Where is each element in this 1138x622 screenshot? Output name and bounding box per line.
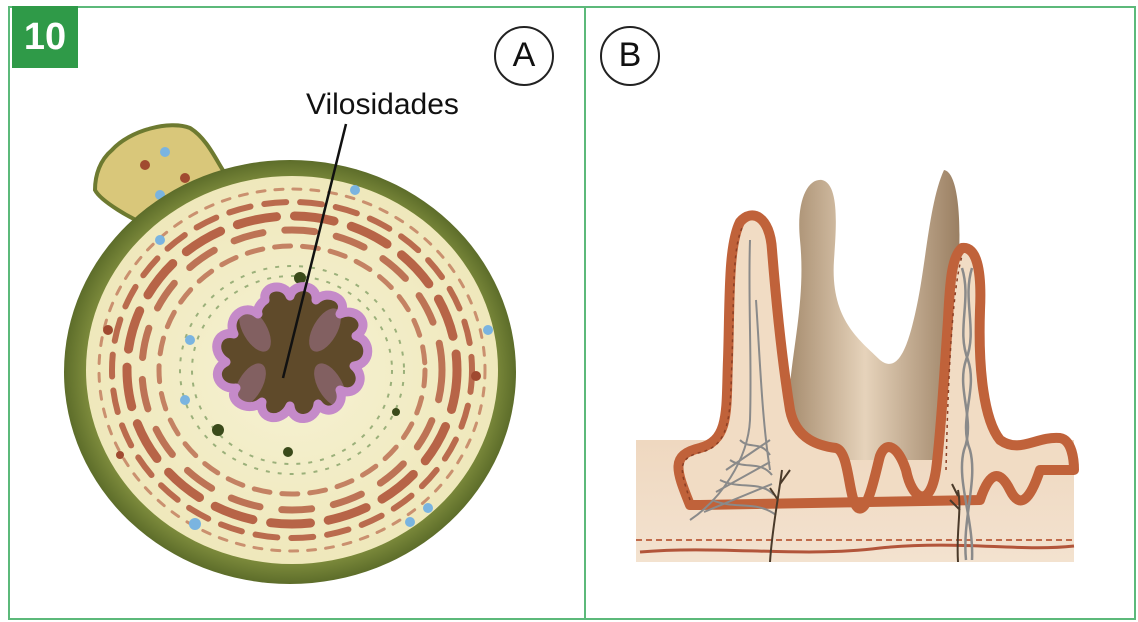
villus-back-1 [788,170,960,460]
